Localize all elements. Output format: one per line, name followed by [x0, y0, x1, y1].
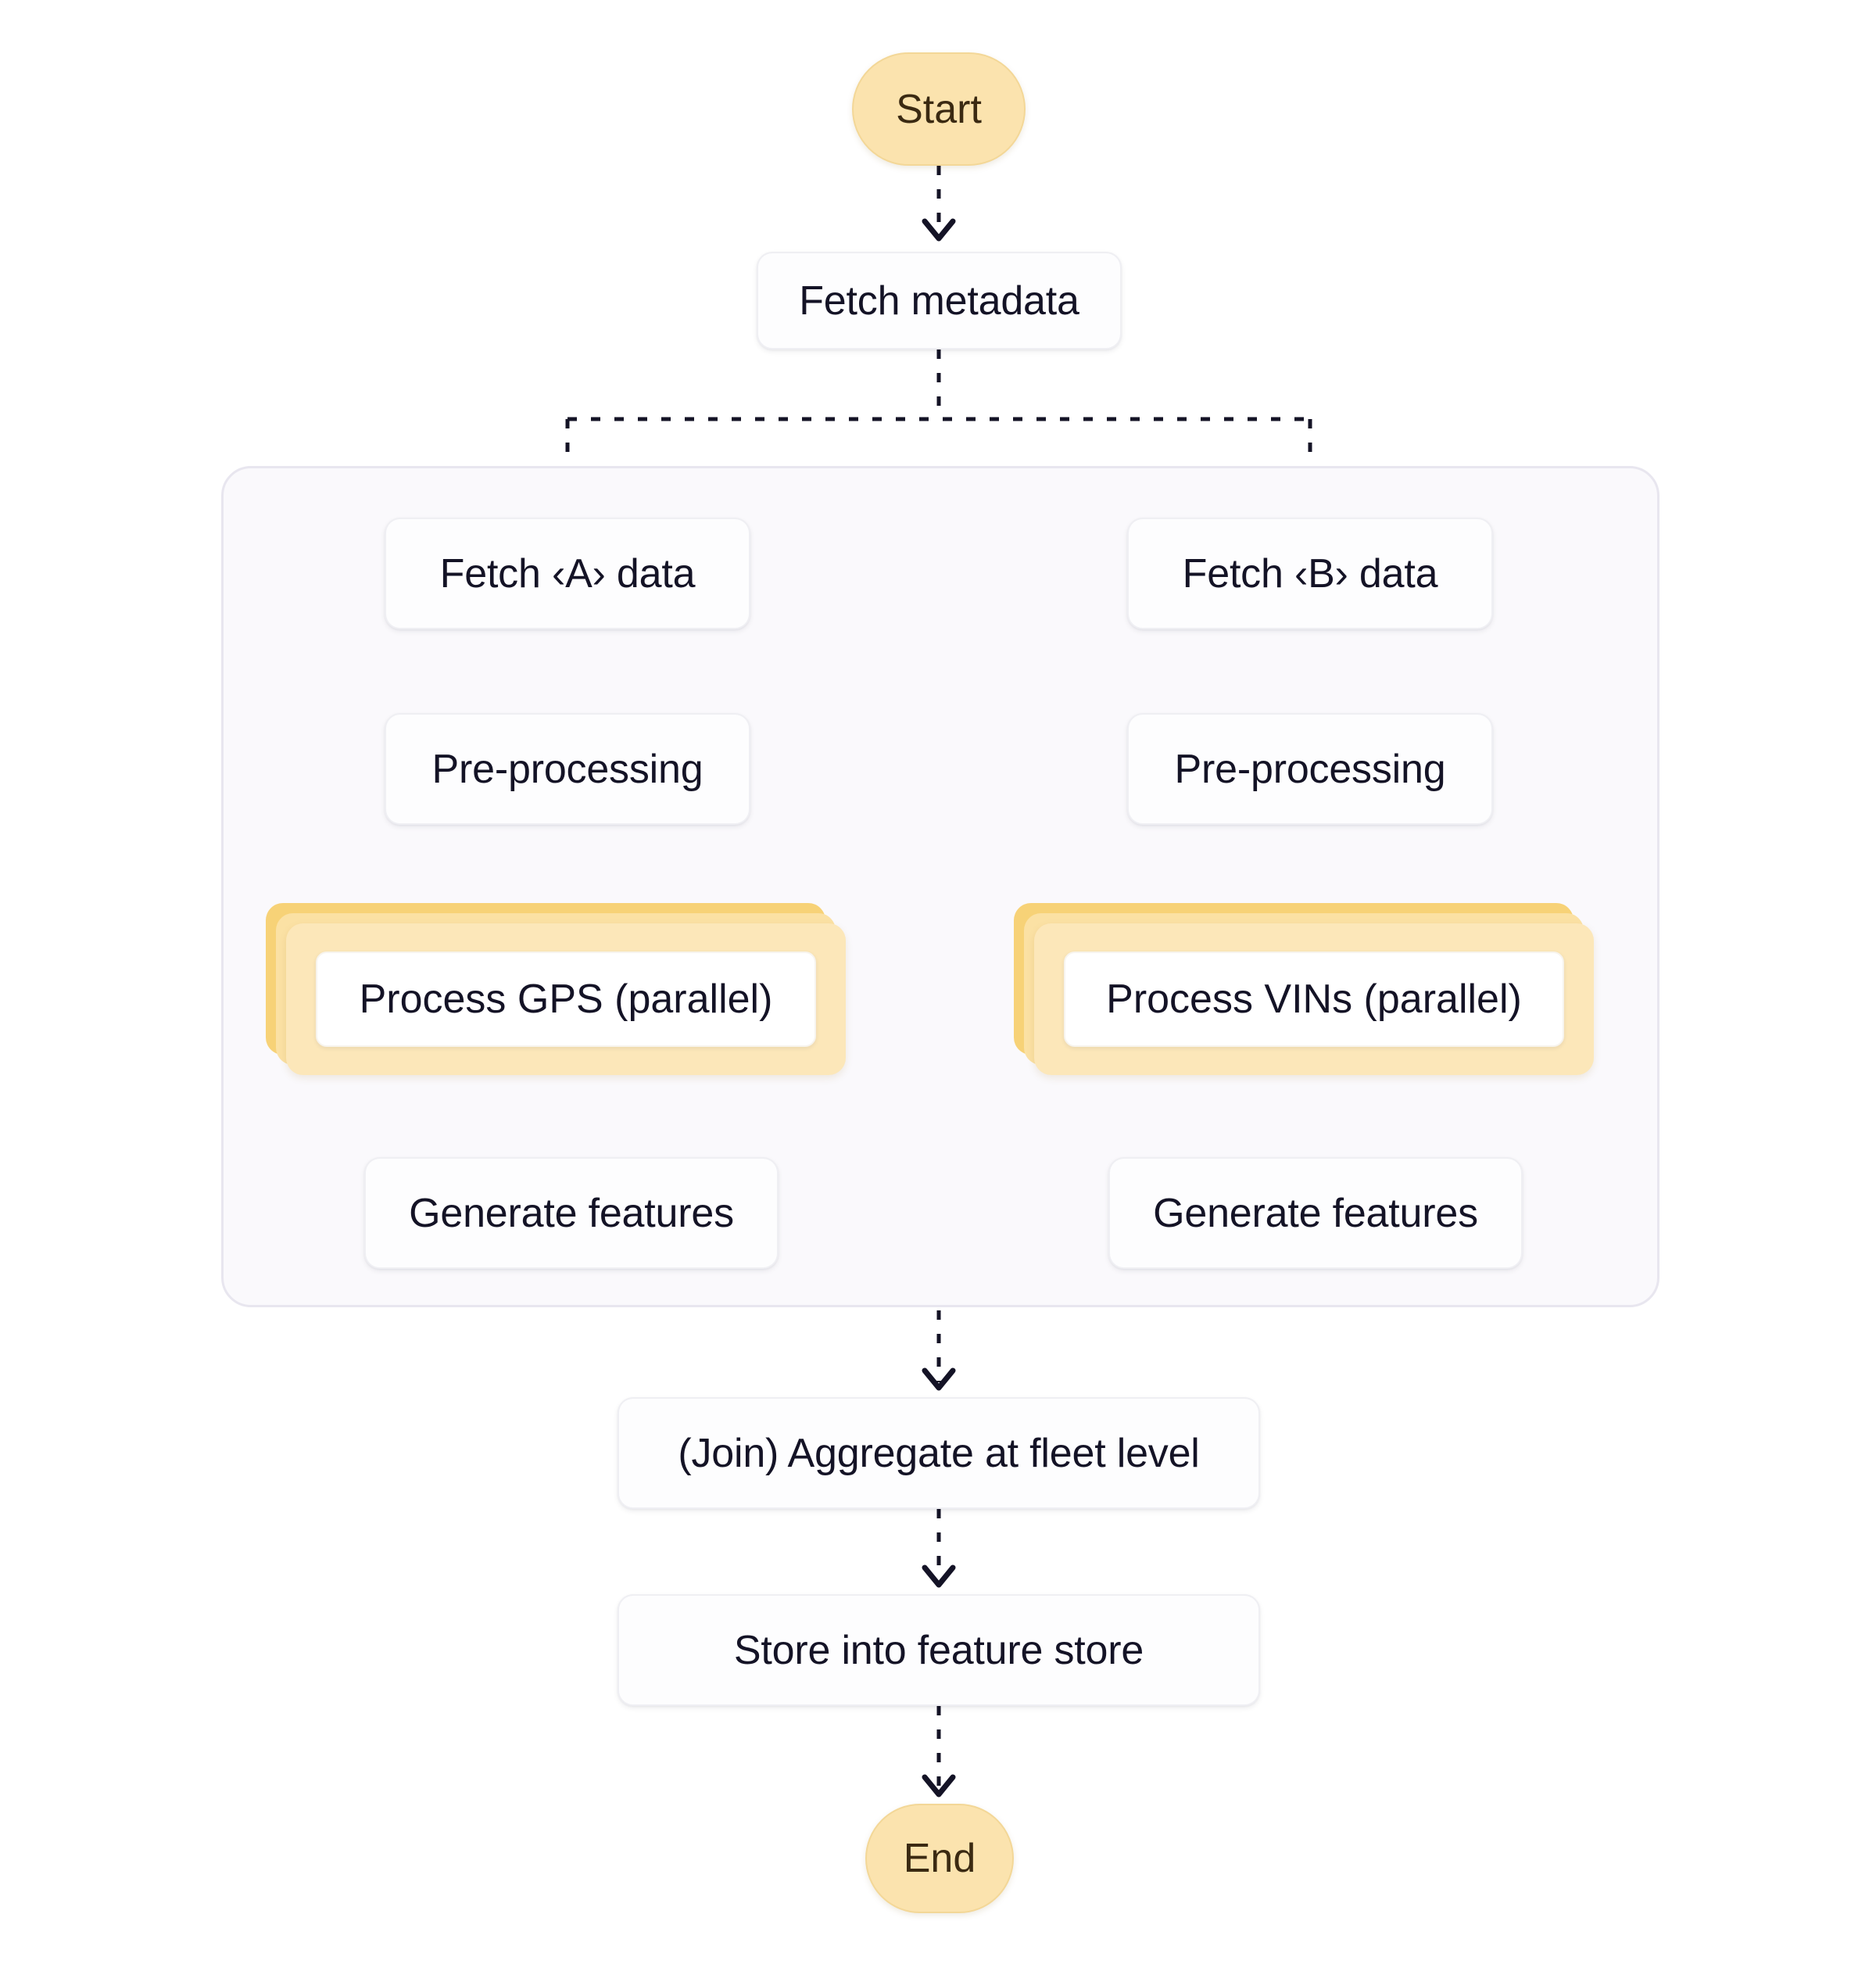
node-fetch-a[interactable]: Fetch ‹A› data	[385, 518, 750, 629]
node-end[interactable]: End	[865, 1804, 1014, 1913]
node-fetch-metadata-label: Fetch metadata	[799, 278, 1079, 324]
edge-start-to-fetch-metadata	[922, 166, 956, 242]
node-process-gps[interactable]: Process GPS (parallel)	[266, 903, 854, 1083]
node-preprocess-b[interactable]: Pre-processing	[1127, 713, 1493, 825]
node-end-label: End	[903, 1836, 976, 1881]
node-store-feature-store-label: Store into feature store	[733, 1627, 1144, 1673]
edge-join-aggregate-to-store	[922, 1509, 956, 1588]
node-process-vins-inner[interactable]: Process VINs (parallel)	[1064, 952, 1564, 1047]
node-preprocess-a-label: Pre-processing	[431, 746, 704, 792]
node-process-gps-label: Process GPS (parallel)	[359, 977, 773, 1022]
edge-group-to-join-aggregate	[922, 1310, 956, 1391]
node-start[interactable]: Start	[852, 52, 1026, 166]
edge-fetch-metadata-to-branch-bus	[567, 349, 1310, 421]
node-generate-features-a-label: Generate features	[409, 1190, 734, 1236]
node-join-aggregate[interactable]: (Join) Aggregate at fleet level	[618, 1397, 1260, 1509]
node-generate-features-b[interactable]: Generate features	[1108, 1157, 1523, 1269]
node-process-vins[interactable]: Process VINs (parallel)	[1014, 903, 1602, 1083]
node-process-gps-inner[interactable]: Process GPS (parallel)	[316, 952, 816, 1047]
edge-store-to-end	[922, 1706, 956, 1797]
node-store-feature-store[interactable]: Store into feature store	[618, 1594, 1260, 1706]
node-fetch-a-label: Fetch ‹A› data	[439, 550, 696, 597]
node-start-label: Start	[896, 86, 982, 132]
node-generate-features-b-label: Generate features	[1153, 1190, 1478, 1236]
node-fetch-metadata[interactable]: Fetch metadata	[757, 252, 1122, 349]
node-join-aggregate-label: (Join) Aggregate at fleet level	[678, 1430, 1200, 1476]
node-fetch-b-label: Fetch ‹B› data	[1182, 550, 1438, 597]
node-preprocess-a[interactable]: Pre-processing	[385, 713, 750, 825]
node-fetch-b[interactable]: Fetch ‹B› data	[1127, 518, 1493, 629]
node-generate-features-a[interactable]: Generate features	[364, 1157, 779, 1269]
node-process-vins-label: Process VINs (parallel)	[1106, 977, 1522, 1022]
node-preprocess-b-label: Pre-processing	[1174, 746, 1446, 792]
